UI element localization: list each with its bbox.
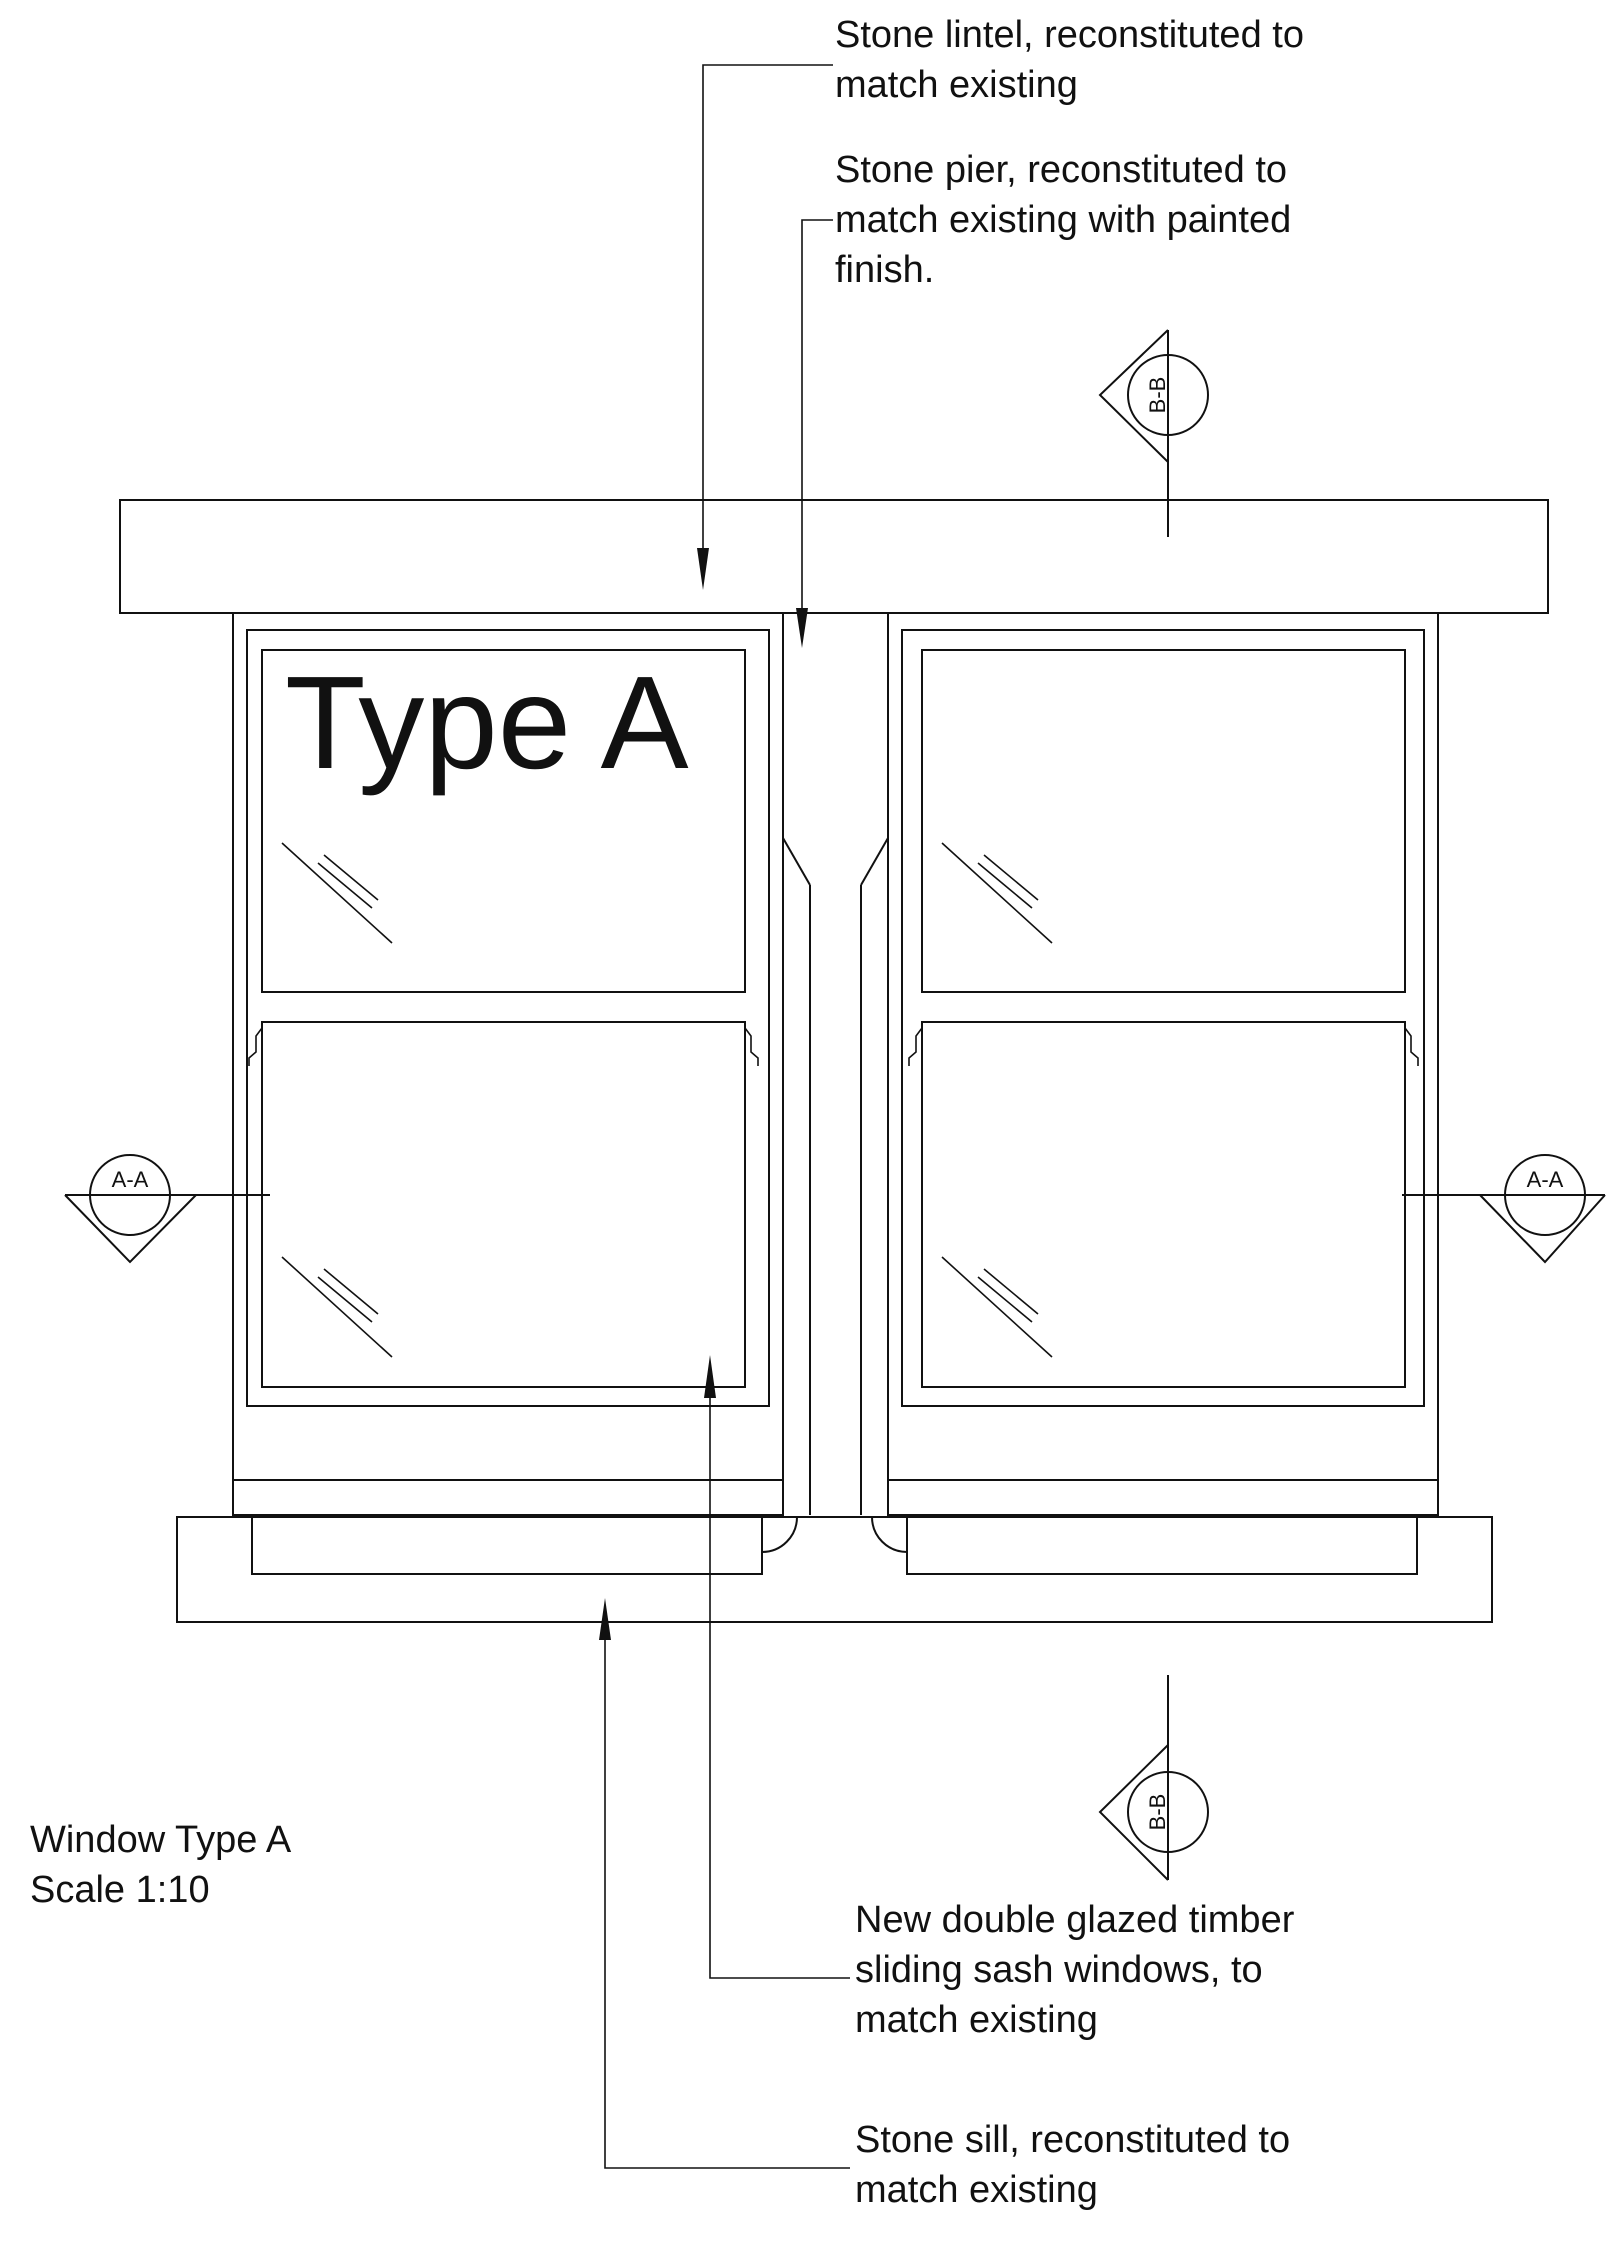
note-sash-windows: New double glazed timber sliding sash wi… — [855, 1895, 1365, 2045]
drawing-title-block: Window Type A Scale 1:10 — [30, 1815, 291, 1915]
note-stone-lintel: Stone lintel, reconstituted to match exi… — [835, 10, 1345, 110]
leader-sash — [704, 1355, 850, 1979]
leader-lintel — [697, 64, 833, 590]
note-line: Stone pier, reconstituted to — [835, 149, 1288, 191]
note-line: Stone lintel, reconstituted to — [835, 14, 1304, 56]
stone-sill — [176, 1516, 1493, 1623]
stone-lintel — [119, 499, 1549, 614]
window-type-label: Type A — [285, 649, 689, 796]
left-window — [232, 612, 784, 1516]
note-stone-pier: Stone pier, reconstituted to match exist… — [835, 145, 1345, 295]
note-line: match existing — [855, 2169, 1098, 2211]
note-line: match existing — [835, 64, 1078, 106]
section-label-a-left: A-A — [112, 1167, 149, 1192]
section-marker-a-right: A-A — [1402, 1154, 1606, 1264]
note-line: finish. — [835, 249, 935, 291]
note-line: match existing — [855, 1999, 1098, 2041]
section-label-b-bottom: B-B — [1145, 1794, 1170, 1831]
section-marker-a-left: A-A — [64, 1154, 270, 1264]
note-stone-sill: Stone sill, reconstituted to match exist… — [855, 2115, 1365, 2215]
note-line: sliding sash windows, to — [855, 1949, 1263, 1991]
drawing-title: Window Type A — [30, 1819, 292, 1861]
section-marker-b-bottom: B-B — [1098, 1675, 1209, 1881]
section-marker-b-top: B-B — [1098, 329, 1209, 537]
note-line: match existing with painted — [835, 199, 1292, 241]
note-line: Stone sill, reconstituted to — [855, 2119, 1291, 2161]
drawing-scale: Scale 1:10 — [30, 1869, 210, 1911]
right-window — [887, 612, 1439, 1516]
stone-pier — [782, 837, 889, 1515]
note-line: New double glazed timber — [855, 1899, 1295, 1941]
section-label-b-top: B-B — [1145, 377, 1170, 414]
leader-sill — [599, 1598, 850, 2169]
section-label-a-right: A-A — [1527, 1167, 1564, 1192]
leader-pier — [796, 219, 833, 648]
